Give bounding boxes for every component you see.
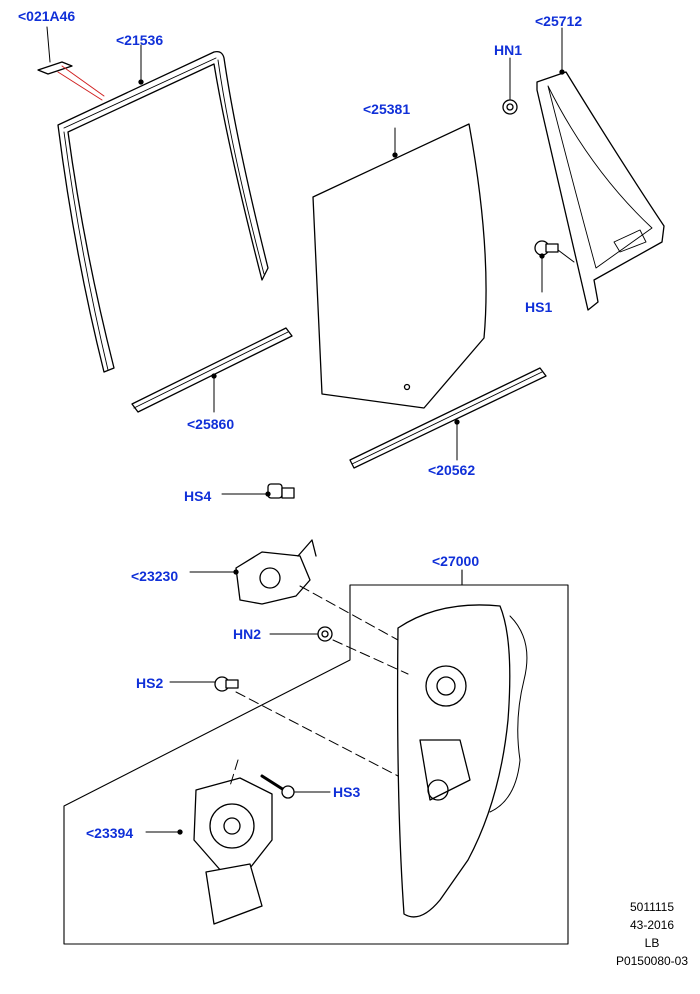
reference-code: LB [644,936,660,950]
callout-20562: <20562 [428,462,476,478]
reference-date: 43-2016 [629,918,675,932]
callout-23394: <23394 [86,825,134,841]
reference-illustration: P0150080-03 [615,954,689,968]
glass-run-seal-part [57,44,269,373]
callout-hs2: HS2 [136,675,164,691]
hn1-nut-part [502,57,518,115]
label-sticker-part [37,26,105,101]
door-glass-part [312,123,487,409]
window-module-part [189,539,317,605]
regulator-box [63,569,569,945]
assembly-dash-lines [229,585,409,787]
callout-21536: <21536 [116,32,164,48]
callout-25860: <25860 [187,416,235,432]
callout-hs3: HS3 [333,784,361,800]
hn2-nut-part [269,626,333,642]
callout-25381: <25381 [363,101,411,117]
outer-belt-weatherstrip-part [349,367,547,469]
callout-23230: <23230 [131,568,179,584]
hs3-screw-part [260,774,331,799]
hs4-screw-part [221,483,295,499]
window-regulator-part [396,604,528,918]
callout-hs1: HS1 [525,299,553,315]
callout-hs4: HS4 [184,488,212,504]
inner-belt-weatherstrip-part [131,327,293,413]
reference-number: 5011115 [629,900,675,914]
callout-25712: <25712 [535,13,583,29]
callout-27000: <27000 [432,553,480,569]
regulator-motor-part [145,777,273,925]
hs2-screw-part [169,676,239,692]
callout-021A46: <021A46 [18,8,76,24]
reference-block: 5011115 43-2016 LB P0150080-03 [612,898,692,970]
quarter-glass-part [536,27,665,311]
callout-hn1: HN1 [494,42,523,58]
hs1-screw-part [534,240,575,293]
callout-hn2: HN2 [233,626,262,642]
